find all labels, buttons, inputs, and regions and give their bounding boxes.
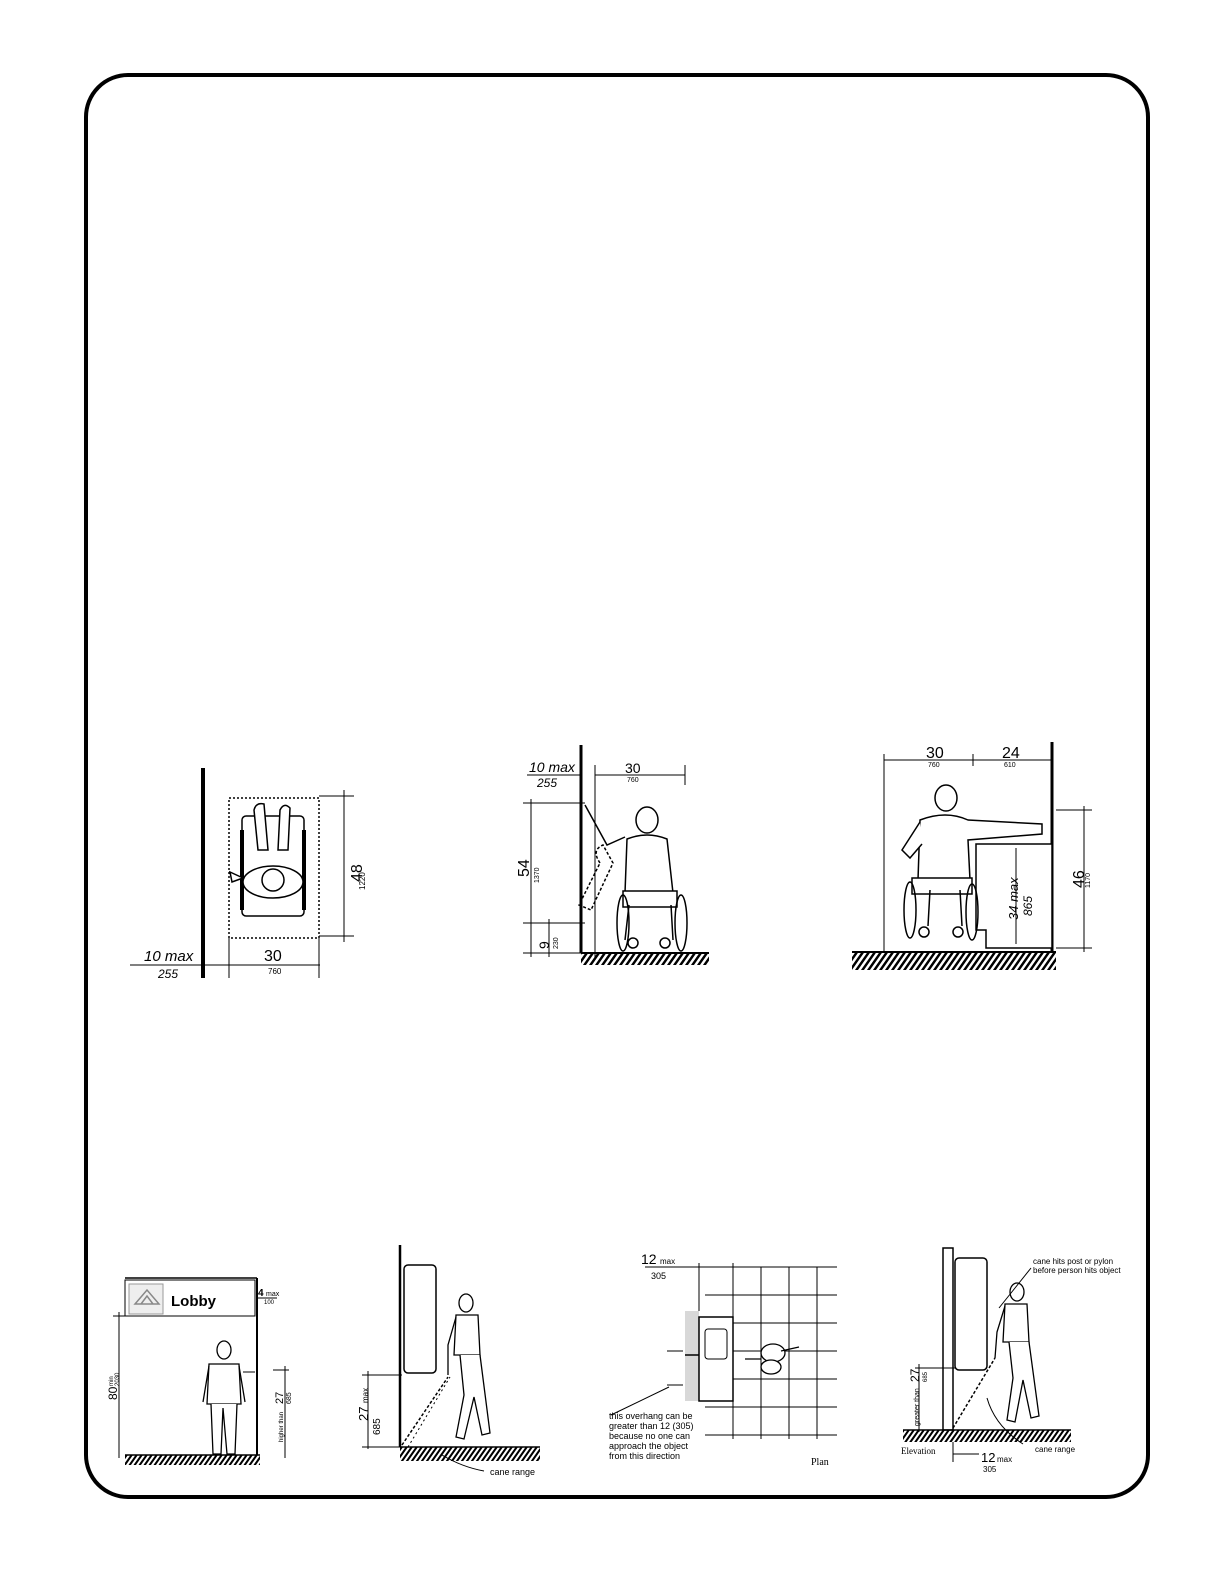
dim-metric: 760 <box>268 967 282 976</box>
dim-label: 30 <box>625 760 641 776</box>
note-line: from this direction <box>609 1451 680 1461</box>
figure-overhead-sign-elevation: Lobby 4 max 100 80 min 2030 higher than … <box>105 1270 305 1470</box>
person-with-cane-figure <box>994 1282 1040 1423</box>
leader-line <box>610 1386 670 1416</box>
dim-label: 12 <box>981 1450 995 1465</box>
dim-label: 4 <box>258 1288 264 1299</box>
dim-metric: 685 <box>923 1371 929 1382</box>
dim-text: greater than <box>914 1388 921 1426</box>
figure-post-pylon-elevation: greater than 27 685 cane hits post or py… <box>895 1247 1121 1478</box>
dim-metric: 230 <box>553 937 560 949</box>
dim-sub: max <box>266 1291 280 1298</box>
dim-metric: 760 <box>627 777 639 784</box>
dim-metric: 100 <box>264 1300 275 1306</box>
note-text: cane range <box>1035 1445 1076 1454</box>
note-text: cane range <box>490 1467 535 1477</box>
figure-reach-over-obstruction: 30 760 24 610 46 1170 34 max 865 <box>848 740 1092 975</box>
figure-side-reach-elevation: 10 max 255 30 760 54 1370 9 230 <box>515 745 715 970</box>
dim-text: higher than <box>279 1412 285 1442</box>
dim-label: 10 max <box>144 948 194 965</box>
dim-sub: min <box>109 1376 115 1386</box>
dim-sub: max <box>660 1257 675 1266</box>
note-line: approach the object <box>609 1441 689 1451</box>
dim-label: 27 <box>356 1407 371 1421</box>
wheelchair-user-side-figure <box>577 804 688 952</box>
floor-hatch <box>581 953 709 965</box>
dim-metric: 1170 <box>1085 873 1092 888</box>
view-label: Elevation <box>901 1446 936 1456</box>
dim-label: 9 <box>536 941 552 949</box>
floor-hatch <box>903 1430 1071 1442</box>
floor-hatch <box>852 952 1056 970</box>
note-line: because no one can <box>609 1431 690 1441</box>
standing-person-figure <box>202 1340 246 1455</box>
wheelchair-user-reach-figure <box>901 784 1043 941</box>
dim-metric: 1220 <box>358 872 367 890</box>
dim-label: 24 <box>1002 745 1020 762</box>
figure-side-reach-plan: 10 max 255 30 760 48 1220 <box>130 760 370 985</box>
dim-metric: 760 <box>928 762 940 769</box>
note-line: cane hits post or pylon <box>1033 1257 1113 1266</box>
dim-metric: 685 <box>286 1392 293 1404</box>
dim-metric: 865 <box>1021 896 1035 916</box>
sign-text: Lobby <box>171 1293 217 1310</box>
dim-label: 30 <box>926 745 944 762</box>
view-label: Plan <box>811 1457 829 1468</box>
note-line: before person hits object <box>1033 1266 1121 1275</box>
note-line: greater than 12 (305) <box>609 1421 694 1431</box>
dim-label: 80 <box>106 1386 120 1400</box>
wheelchair-user-plan-figure <box>228 802 306 917</box>
cane-line <box>952 1357 996 1429</box>
note-line: this overhang can be <box>609 1411 693 1421</box>
dim-metric: 685 <box>372 1418 383 1435</box>
dim-label: 12 <box>641 1251 657 1267</box>
cane-line <box>401 1376 449 1446</box>
post-mounted-object <box>954 1257 988 1371</box>
floor-hatch <box>125 1455 260 1465</box>
dim-metric: 255 <box>536 776 557 790</box>
dim-metric: 1370 <box>534 867 541 883</box>
dim-metric: 2030 <box>115 1372 121 1386</box>
dim-label: 48 <box>349 864 366 882</box>
person-top-view-figure <box>745 1343 800 1375</box>
floor-hatch <box>400 1447 540 1461</box>
page-frame <box>84 73 1150 1499</box>
dim-metric: 305 <box>983 1465 997 1474</box>
dim-label: 30 <box>264 948 282 965</box>
person-with-cane-figure <box>447 1293 491 1440</box>
dim-metric: 610 <box>1004 762 1016 769</box>
dim-label: 10 max <box>529 759 576 775</box>
clear-floor-space <box>228 797 320 939</box>
post-pylon <box>942 1247 954 1431</box>
dim-label: 27 <box>908 1368 922 1382</box>
dim-label: 34 max <box>1006 877 1021 920</box>
dim-label: 27 <box>274 1392 286 1404</box>
wall-strip <box>685 1311 699 1401</box>
figure-overhang-plan: 12 max 305 this overhang can be greater … <box>605 1251 845 1470</box>
dim-sub: max <box>361 1388 370 1403</box>
dim-metric: 305 <box>651 1271 666 1281</box>
dim-metric: 255 <box>157 967 178 981</box>
dim-sub: max <box>997 1455 1012 1464</box>
figure-cane-range-wall: 27 max 685 cane range <box>352 1245 552 1480</box>
dim-label: 54 <box>516 859 533 877</box>
wall-mounted-object <box>403 1264 437 1374</box>
dim-label: 46 <box>1071 870 1088 888</box>
sign-logo <box>128 1283 164 1315</box>
